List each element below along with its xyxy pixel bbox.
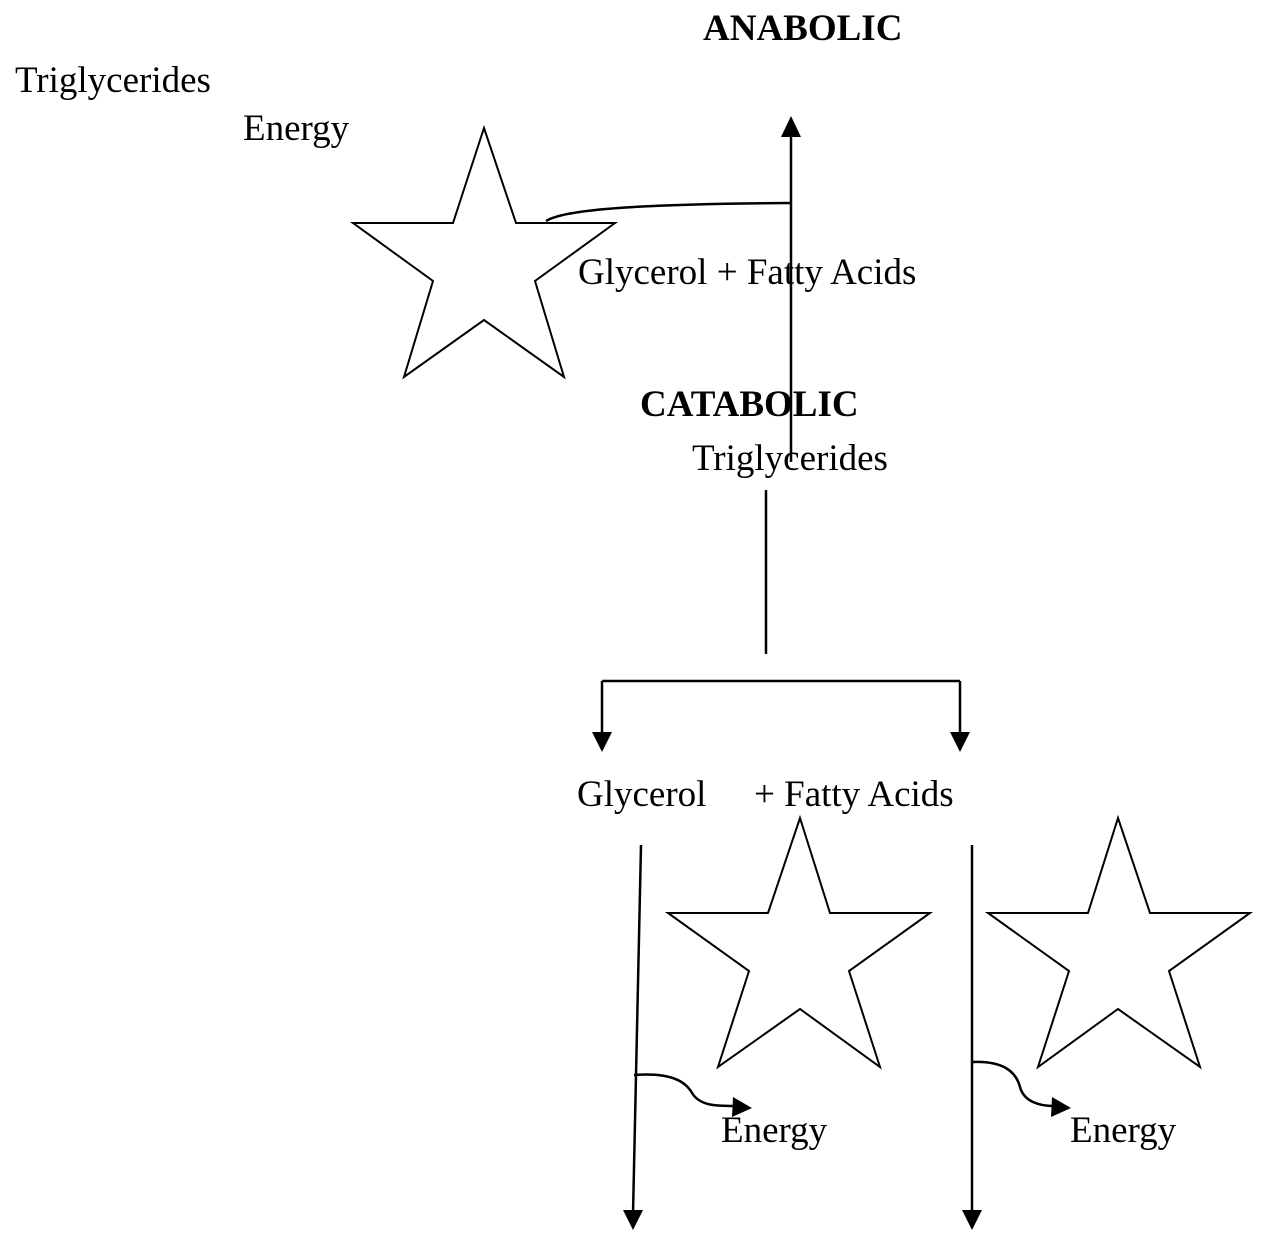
right-branch-arrowhead-icon [950,732,970,752]
fatty-acids-down-arrowhead-icon [962,1210,982,1230]
anabolic-heading: ANABOLIC [703,8,902,49]
anabolic-energy-curve [545,201,792,223]
glycerol-star-icon [664,814,934,1070]
glycerol-down-arrowhead-icon [623,1210,643,1230]
fatty-acids-energy-arrowhead-icon [1051,1097,1071,1117]
fatty-acids-energy-curve [972,1060,1055,1108]
glycerol-downward-line [631,844,643,1215]
catabolic-triglycerides-label: Triglycerides [692,438,888,479]
left-branch-arrowhead-icon [592,732,612,752]
glycerol-energy-arrowhead-icon [732,1097,752,1117]
glycerol-label: Glycerol [577,774,706,815]
anabolic-arrowhead-icon [781,116,801,137]
anabolic-energy-label: Energy [243,108,350,149]
fatty-acids-star-icon [984,814,1254,1070]
fatty-acids-label: + Fatty Acids [754,774,954,815]
catabolic-heading: CATABOLIC [640,384,859,425]
glycerol-energy-label: Energy [721,1110,828,1151]
anabolic-triglycerides-label: Triglycerides [15,60,211,101]
anabolic-star-icon [349,124,619,380]
glycerol-energy-curve [633,1073,737,1108]
fatty-acids-energy-label: Energy [1070,1110,1177,1151]
anabolic-reactants-label: Glycerol + Fatty Acids [578,252,916,293]
